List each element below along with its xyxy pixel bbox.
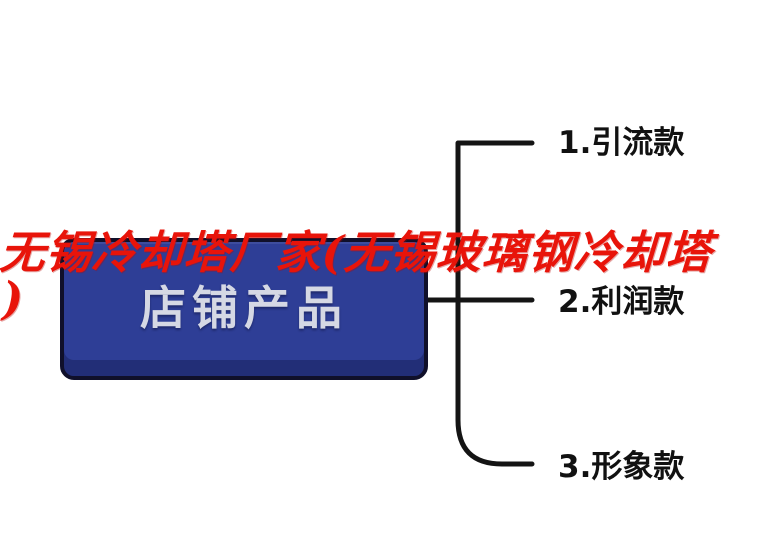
branch-trunk-and-top-bottom-line <box>455 140 535 467</box>
watermark-title-line2: ) <box>2 272 24 325</box>
watermark-title-line1: 无锡冷却塔厂家(无锡玻璃钢冷却塔 <box>0 226 714 279</box>
branch-label-3: 3.形象款 <box>558 449 685 485</box>
branch-label-2: 2.利润款 <box>558 284 685 320</box>
root-node-box: 店铺产品 <box>60 238 428 380</box>
root-node-label: 店铺产品 <box>140 281 348 335</box>
branch-label-1: 1.引流款 <box>558 125 685 161</box>
